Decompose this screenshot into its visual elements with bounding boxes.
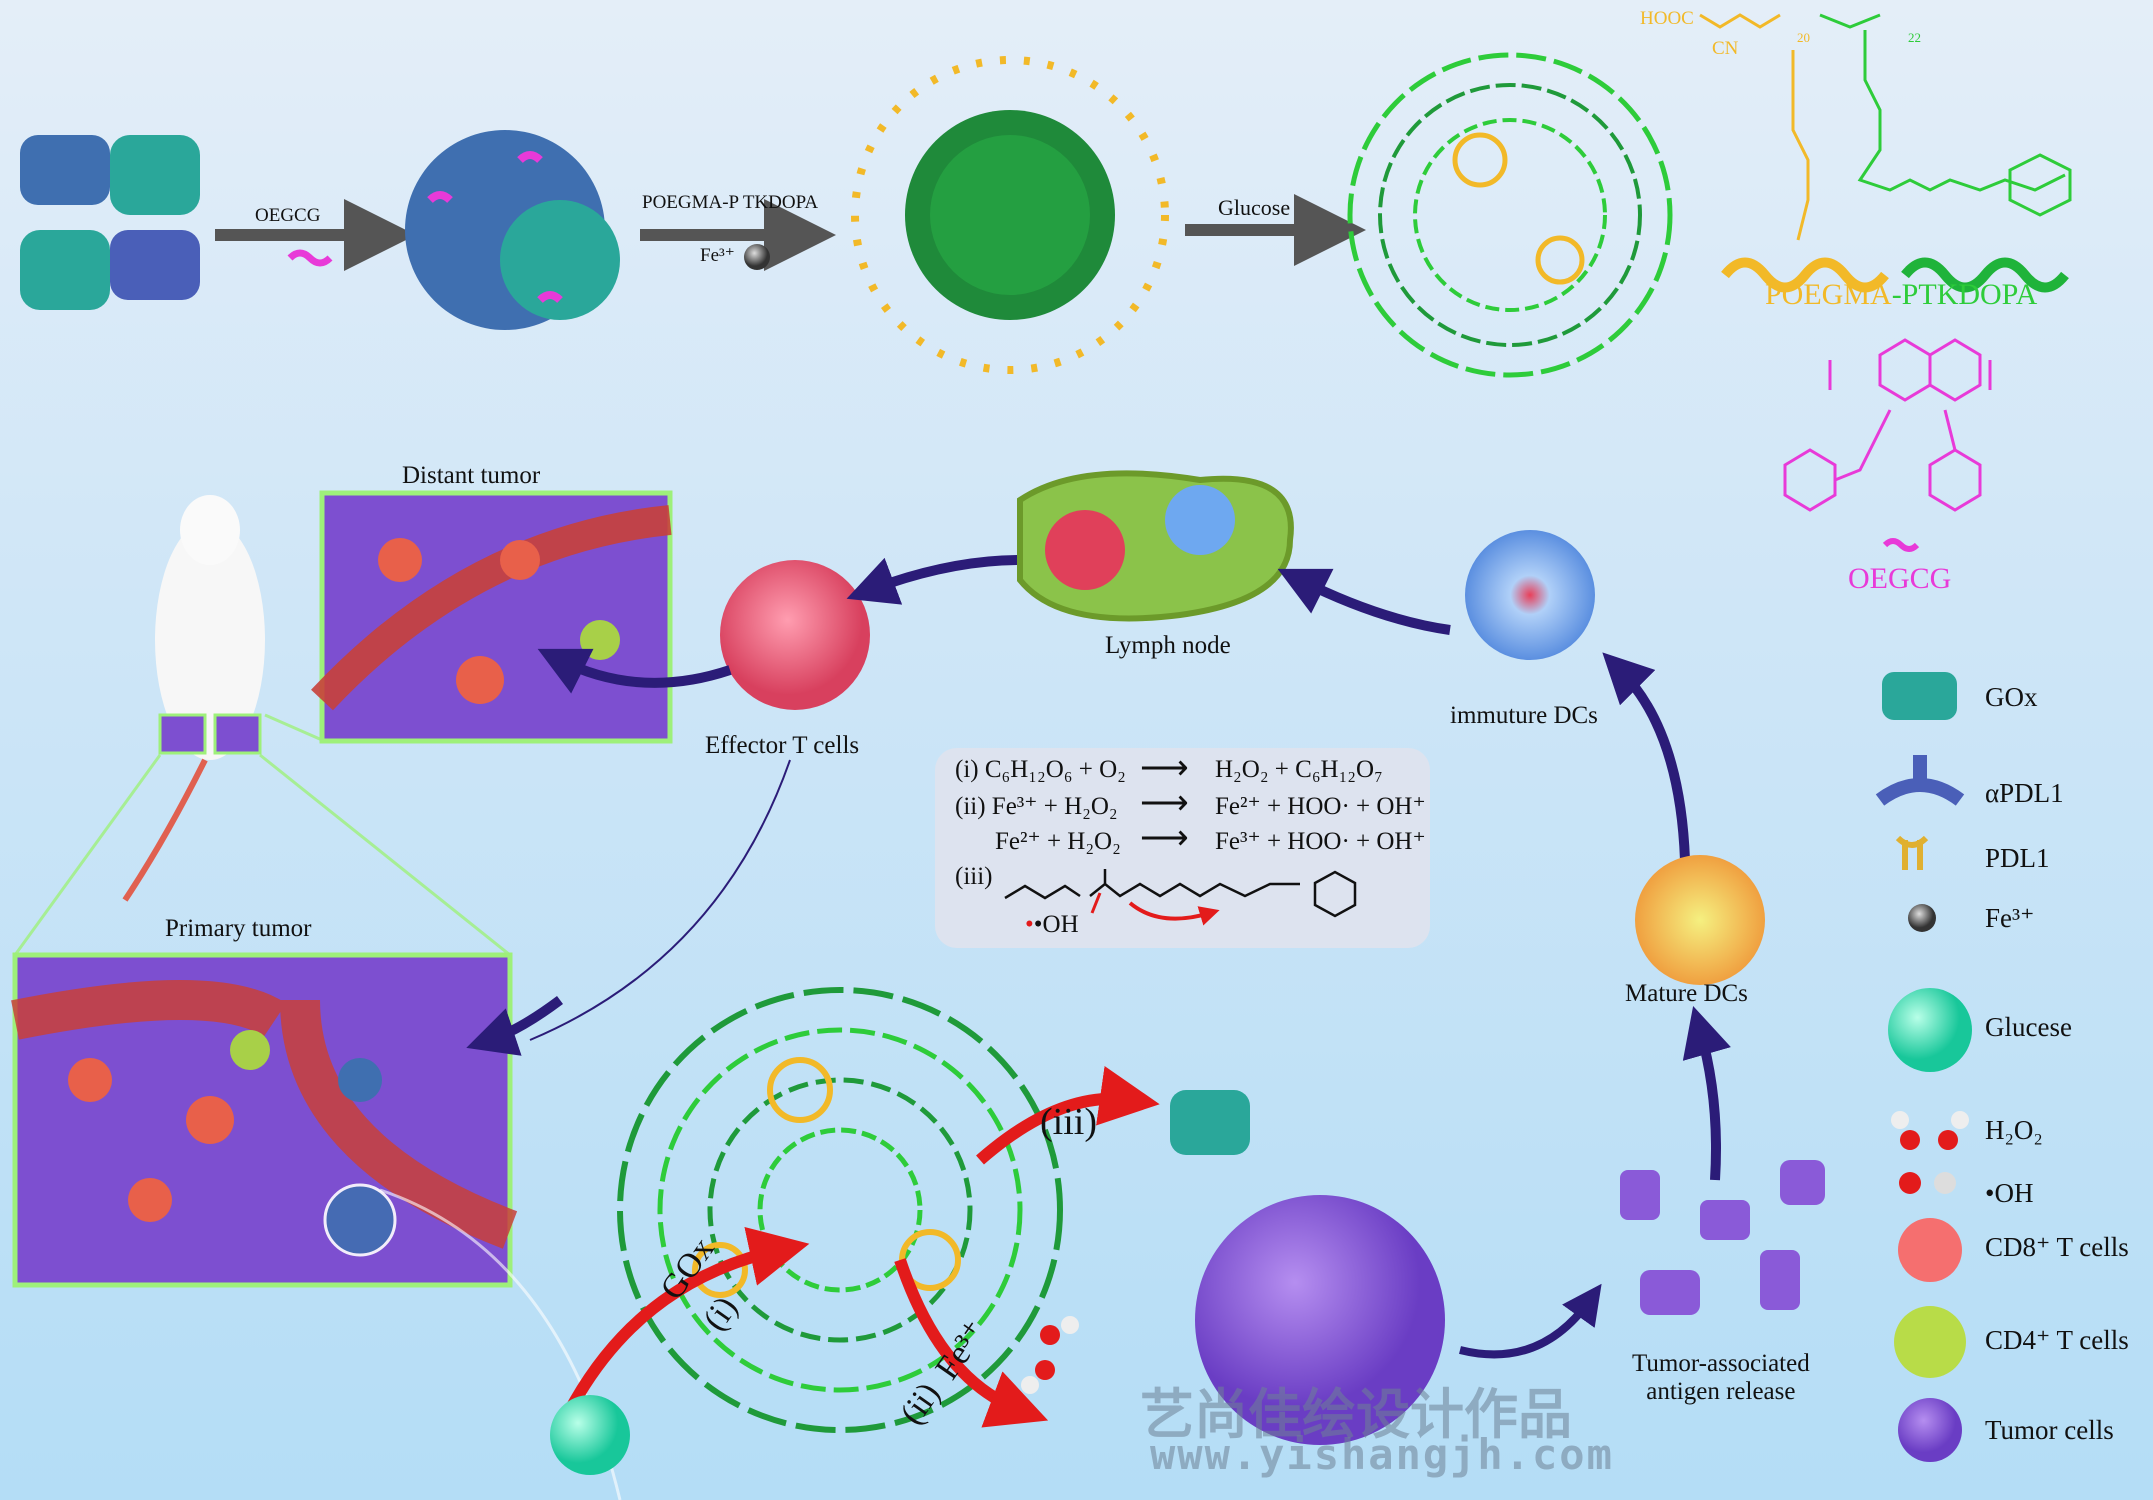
effector-t-cells-label: Effector T cells: [705, 732, 860, 759]
polymer-sub-n: 20: [1797, 30, 1810, 45]
watermark-chinese: 艺尚佳绘设计作品: [1140, 1383, 1572, 1446]
gox-icon: [1882, 672, 1957, 720]
cd4-cell-icon: [1894, 1306, 1966, 1378]
arrow-mdc-to-idc: [1602, 652, 1690, 861]
reaction-equations-box: (i) C₆H₁₂O₆ + O₂ ⟶ H₂O₂ + C₆H₁₂O₇ (ii) F…: [935, 748, 1430, 948]
step2-label: POEGMA-P TKDOPA: [642, 192, 819, 213]
eq-ii2-arrow: ⟶: [1140, 820, 1189, 857]
watermark-url: www.yishangjh.com: [1150, 1430, 1614, 1479]
legend-label-oh: •OH: [1985, 1178, 2034, 1208]
polymer-name-part1: POEGMA: [1765, 278, 1892, 311]
eq-iii-structure: [1004, 869, 1357, 926]
eq-ii-arrow: ⟶: [1140, 785, 1189, 822]
step3-label: Glucose: [1218, 195, 1291, 220]
legend-label-tumor: Tumor cells: [1985, 1415, 2114, 1445]
mature-dc-icon: [1635, 855, 1765, 985]
step2-reagent: Fe³⁺: [700, 245, 735, 266]
oegcg-molecule-icon: [287, 249, 333, 267]
arrow-idc-to-lymph: [1277, 568, 1451, 635]
poegma-ptkdopa-structure: [1699, 13, 2072, 241]
immature-dc-icon: [1465, 530, 1595, 660]
eq-ii-right: Fe²⁺ + HOO· + OH⁺: [1215, 793, 1426, 820]
hydroxyl-radical-icon: [1899, 1172, 1956, 1194]
polymer-name-part2: -PTKDOPA: [1891, 278, 2038, 311]
released-gox: [1170, 1090, 1250, 1155]
legend-label-h2o2: H₂O₂: [1985, 1115, 2043, 1145]
legend-label-cd8: CD8⁺ T cells: [1985, 1232, 2129, 1262]
distant-tumor-label: Distant tumor: [402, 462, 541, 489]
iron-ion-icon: [1908, 904, 1936, 932]
oegcg-label: OEGCG: [1848, 562, 1952, 595]
gox-oegcg-complex: [405, 130, 620, 330]
eq-iii-radical-text: •OH: [1033, 911, 1079, 938]
cd8-cell-icon: [1898, 1218, 1962, 1282]
glucose-icon: [1888, 988, 1972, 1072]
primary-tumor-label: Primary tumor: [165, 915, 312, 942]
gox-antibody-aggregate: [20, 135, 200, 310]
iron-ion-icon: [744, 244, 770, 270]
polymer-sub-m: 22: [1908, 30, 1921, 45]
oegcg-structure: [1783, 338, 1992, 552]
legend-label-apdl1: αPDL1: [1985, 778, 2064, 808]
lymph-node-icon: [1017, 470, 1294, 622]
arrow-reaction-i: [564, 1226, 810, 1413]
arrow-tcell-to-distant: [537, 648, 732, 694]
antigen-release-line2: antigen release: [1646, 1378, 1796, 1405]
antigen-fragments: [1620, 1160, 1825, 1315]
arrow-reaction-iii: [976, 1066, 1160, 1165]
eq-ii-left: (ii) Fe³⁺ + H₂O₂: [955, 793, 1118, 820]
polymer-cn: CN: [1712, 38, 1739, 59]
arrow-to-antigen: [1459, 1283, 1602, 1359]
micelle-nanoparticle: [851, 56, 1169, 374]
mouse-icon: [122, 495, 265, 902]
crosslinked-nanoparticle: [1347, 52, 1673, 378]
pdl1-icon: [1895, 835, 1929, 870]
nanoparticle-in-tumor: [617, 987, 1063, 1433]
arrow-antigen-to-mdc: [1682, 1005, 1731, 1181]
immature-dcs-label: immuture DCs: [1450, 702, 1598, 729]
legend-icons: [1875, 672, 1972, 1462]
eq-i-right: H₂O₂ + C₆H₁₂O₇: [1215, 756, 1383, 783]
ptkdopa-chain-icon: [1901, 257, 2069, 293]
step1-label: OEGCG: [255, 205, 321, 226]
tumor-cell-icon: [1898, 1398, 1962, 1462]
line-tcell-to-primary: [529, 759, 791, 1041]
reaction-iii-label: (iii): [1040, 1101, 1097, 1143]
h2o2-icon: [1891, 1111, 1969, 1150]
legend-label-fe: Fe³⁺: [1985, 903, 2035, 933]
eq-ii2-right: Fe³⁺ + HOO· + OH⁺: [1215, 828, 1426, 855]
glucose-molecule: [550, 1395, 630, 1475]
lymph-node-label: Lymph node: [1105, 632, 1231, 659]
eq-iii-radical: ••OH: [1025, 911, 1079, 938]
legend-label-glucose: Glucese: [1985, 1012, 2072, 1042]
poegma-chain-icon: [1721, 257, 1889, 293]
tumor-cell-dying: [1195, 1195, 1445, 1445]
antigen-release-line1: Tumor-associated: [1632, 1350, 1810, 1377]
h2o2-molecule: [1021, 1316, 1079, 1394]
eq-iii-label: (iii): [955, 863, 993, 890]
eq-i-arrow: ⟶: [1140, 750, 1189, 787]
eq-i-left: (i) C₆H₁₂O₆ + O₂: [955, 756, 1126, 783]
legend-label-pdl1: PDL1: [1985, 843, 2050, 873]
polymer-end-group: HOOC: [1640, 8, 1694, 29]
antibody-icon: [1875, 755, 1965, 806]
effector-t-cell-icon: [720, 560, 870, 710]
legend-label-gox: GOx: [1985, 682, 2038, 712]
arrow-lymph-to-tcell: [846, 555, 1021, 605]
mature-dcs-label: Mature DCs: [1625, 980, 1748, 1007]
legend-label-cd4: CD4⁺ T cells: [1985, 1325, 2129, 1355]
arrow-reaction-ii: [894, 1258, 1049, 1428]
eq-ii2-left: Fe²⁺ + H₂O₂: [995, 828, 1121, 855]
polymer-name: POEGMA-PTKDOPA: [1765, 278, 2037, 312]
